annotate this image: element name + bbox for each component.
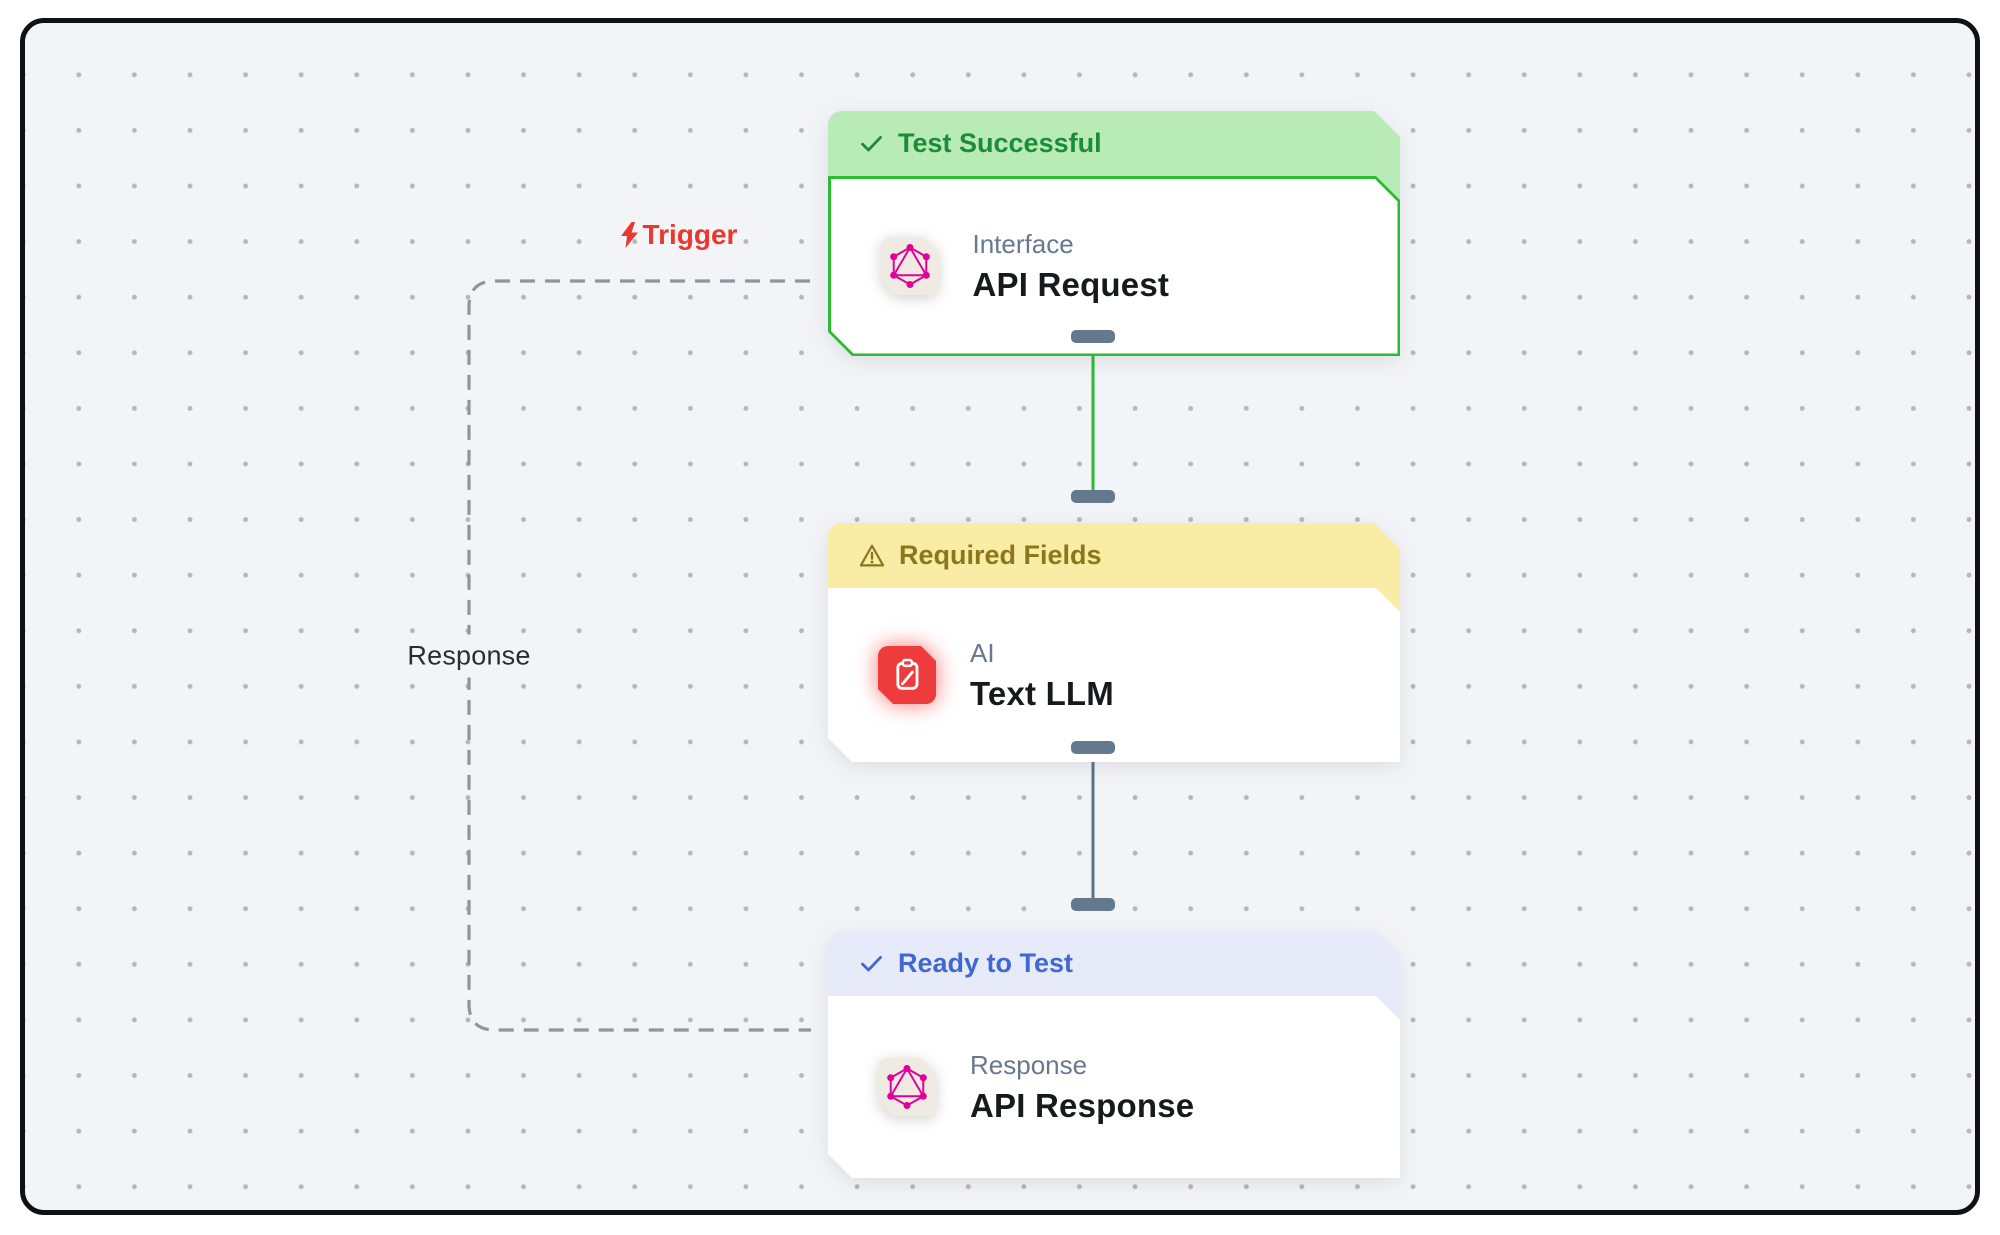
edge-text-llm-to-api-response[interactable] xyxy=(1091,742,1095,911)
check-icon xyxy=(858,130,885,157)
graphql-icon xyxy=(881,237,939,295)
node-category: AI xyxy=(970,637,995,668)
trigger-label: Trigger xyxy=(619,219,738,251)
node-body: Interface API Request xyxy=(828,176,1400,356)
warning-icon xyxy=(858,542,886,570)
node-api-response[interactable]: Ready to Test xyxy=(828,931,1400,1178)
node-api-request[interactable]: Test Successful xyxy=(828,111,1400,356)
edge-api-request-to-text-llm[interactable] xyxy=(1091,336,1095,503)
node-title: Text LLM xyxy=(970,674,1114,712)
connection-handle[interactable] xyxy=(1071,330,1115,343)
status-text: Required Fields xyxy=(899,540,1102,570)
node-title: API Request xyxy=(972,265,1170,303)
clipboard-pencil-icon xyxy=(878,646,936,704)
status-text: Test Successful xyxy=(898,128,1102,158)
node-body: Response API Response xyxy=(828,996,1400,1178)
node-body: AI Text LLM xyxy=(828,588,1400,762)
response-edge-label: Response xyxy=(395,634,543,678)
connection-handle[interactable] xyxy=(1071,898,1115,911)
flow-canvas[interactable]: Response Trigger Test Successful xyxy=(25,23,1975,1210)
connection-handle[interactable] xyxy=(1071,741,1115,754)
status-text: Ready to Test xyxy=(898,948,1074,978)
node-category: Interface xyxy=(972,228,1074,259)
node-category: Response xyxy=(970,1049,1088,1080)
trigger-label-text: Trigger xyxy=(642,219,738,250)
check-icon xyxy=(858,950,885,977)
node-title: API Response xyxy=(970,1086,1195,1124)
lightning-icon xyxy=(621,222,639,248)
canvas-frame: Response Trigger Test Successful xyxy=(20,18,1980,1215)
node-text-llm[interactable]: Required Fields xyxy=(828,523,1400,762)
graphql-icon xyxy=(878,1058,936,1116)
connection-handle[interactable] xyxy=(1071,490,1115,503)
